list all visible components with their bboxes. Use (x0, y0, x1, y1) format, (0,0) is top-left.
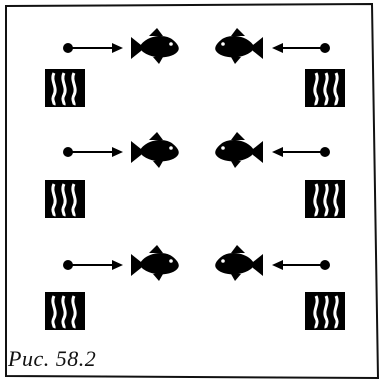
figure-border (5, 2, 380, 380)
left-arrow-head (112, 43, 123, 53)
left-arrow-head (112, 147, 123, 157)
right-source-dot (320, 260, 330, 270)
fish-right-icon (131, 245, 179, 281)
row-3 (43, 245, 347, 332)
fish-left-icon (215, 245, 263, 281)
right-arrow-head (272, 147, 283, 157)
left-wavy-card-icon (43, 178, 87, 220)
fish-left-icon (215, 132, 263, 168)
right-arrow-head (272, 260, 283, 270)
row-2 (43, 132, 347, 220)
left-wavy-card-icon (43, 67, 87, 109)
left-arrow-head (112, 260, 123, 270)
left-wavy-card-icon (43, 290, 87, 332)
right-arrow-head (272, 43, 283, 53)
right-source-dot (320, 147, 330, 157)
row-1 (43, 28, 347, 109)
fish-right-icon (131, 132, 179, 168)
right-source-dot (320, 43, 330, 53)
right-wavy-card-icon (303, 178, 347, 220)
figure-caption: Рис. 58.2 (8, 346, 97, 371)
fish-right-icon (131, 28, 179, 64)
right-wavy-card-icon (303, 290, 347, 332)
fish-left-icon (215, 28, 263, 64)
right-wavy-card-icon (303, 67, 347, 109)
